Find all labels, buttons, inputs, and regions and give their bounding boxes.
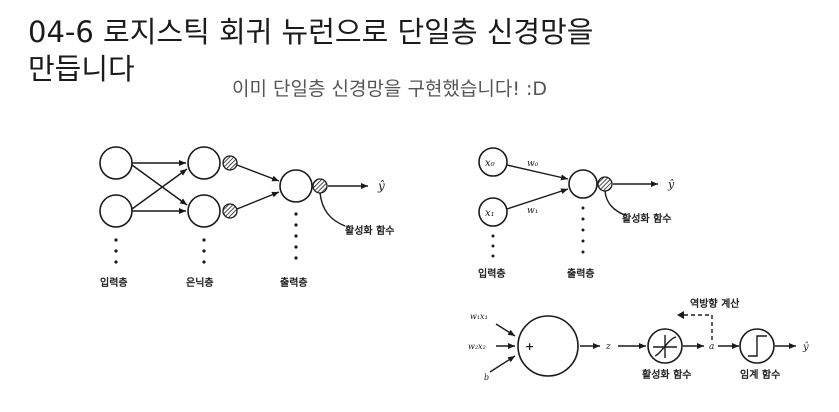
- input-node-x1: [478, 197, 508, 227]
- step-function-icon: [748, 335, 767, 357]
- z-label: z: [605, 342, 611, 352]
- activation-node: [222, 203, 238, 219]
- weight-arrow: [506, 188, 569, 210]
- bias-label: b: [484, 373, 489, 382]
- ellipsis-dots: [114, 212, 298, 264]
- hidden-node: [187, 194, 221, 228]
- connection-arrow: [236, 191, 280, 210]
- activation-node: [222, 155, 238, 171]
- output-layer-label: 출력층: [280, 276, 308, 289]
- sum-node: [517, 315, 579, 377]
- activation-label: 활성화 함수: [622, 212, 671, 225]
- connection-arrow: [236, 164, 280, 182]
- output-layer-label: 출력층: [567, 267, 595, 280]
- input-arrow: [495, 323, 516, 337]
- output-node: [279, 169, 313, 203]
- x1-label: x₁: [485, 208, 495, 219]
- w0-label: w₀: [527, 159, 539, 169]
- w1-label: w₁: [527, 206, 538, 216]
- page-title-line1: 04-6 로지스틱 회귀 뉴런으로 단일층 신경망을: [28, 15, 594, 49]
- page-subtitle: 이미 단일층 신경망을 구현했습니다! :D: [232, 78, 548, 100]
- backprop-dashed-line: [684, 314, 713, 340]
- left-network-diagram: ŷ 활성화 함수 입력층 은닉층 출력층: [99, 146, 394, 289]
- sigmoid-icon: [653, 335, 677, 358]
- input-layer-label: 입력층: [478, 267, 506, 280]
- weight-arrow: [506, 164, 569, 181]
- activation-label: 활성화 함수: [642, 368, 691, 381]
- sum-symbol: +: [525, 340, 534, 353]
- input-w1x1-label: w₁x₁: [470, 312, 488, 321]
- page-title-line2: 만듭니다: [28, 52, 135, 86]
- input-node-x0: [478, 147, 508, 177]
- input-arrow: [489, 355, 516, 373]
- input-node: [99, 194, 133, 228]
- activation-node: [312, 178, 328, 194]
- neuron-detail-diagram: w₁x₁ w₂x₂ b + z 활성화 함수 a 역방향 계산 임계 함수 ŷ: [468, 297, 809, 382]
- connection-arrow: [131, 164, 188, 206]
- threshold-label: 임계 함수: [740, 368, 780, 381]
- activation-callout-line: [604, 190, 626, 216]
- x0-label: x₀: [485, 158, 495, 169]
- activation-label: 활성화 함수: [345, 224, 394, 237]
- page-title: 04-6 로지스틱 회귀 뉴런으로 단일층 신경망을 만듭니다: [28, 14, 593, 88]
- backprop-arrowhead: [677, 311, 684, 319]
- output-y-hat: ŷ: [802, 342, 809, 353]
- input-w2x2-label: w₂x₂: [468, 342, 486, 351]
- output-node: [568, 169, 598, 199]
- ellipsis-dots: [491, 206, 585, 258]
- output-y-hat: ŷ: [377, 179, 385, 193]
- connection-arrow: [131, 168, 188, 210]
- input-layer-label: 입력층: [100, 276, 128, 289]
- right-neuron-diagram: x₀ x₁ w₀ w₁ ŷ 활성화 함수 입력층 출력층: [478, 147, 675, 280]
- a-label: a: [709, 342, 714, 352]
- backprop-label: 역방향 계산: [690, 297, 740, 310]
- output-y-hat: ŷ: [667, 178, 675, 191]
- input-node: [99, 146, 133, 180]
- hidden-node: [187, 146, 221, 180]
- activation-callout-line: [319, 192, 346, 227]
- hidden-layer-label: 은닉층: [186, 276, 214, 289]
- activation-node: [597, 176, 613, 192]
